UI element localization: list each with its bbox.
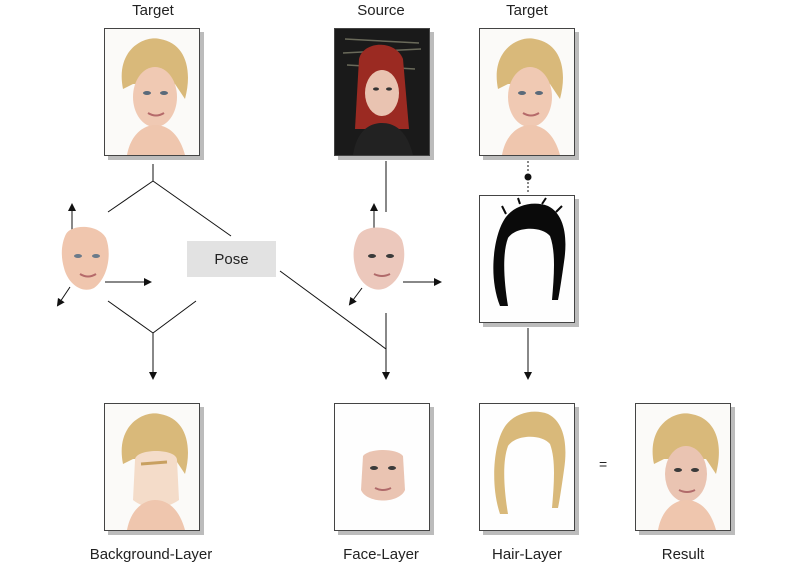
3d-head-icon-target	[61, 226, 109, 290]
result-label: Result	[661, 546, 705, 563]
background-layer-image	[104, 403, 200, 531]
equals-sign: =	[599, 456, 608, 472]
background-layer-label: Background-Layer	[89, 546, 213, 563]
pose-box: Pose	[187, 241, 276, 277]
target-image-left	[104, 28, 200, 156]
blonde-woman-portrait-icon	[105, 29, 199, 155]
face-layer-image	[334, 403, 430, 531]
blonde-hair-icon	[480, 404, 574, 530]
hair-mask-image	[479, 195, 575, 323]
target-label-left: Target	[132, 2, 174, 19]
hair-layer-label: Hair-Layer	[491, 546, 563, 563]
3d-head-icon-source	[353, 227, 405, 290]
face-cutout-icon	[335, 404, 429, 530]
source-label: Source	[357, 2, 405, 19]
blonde-woman-portrait-icon	[636, 404, 730, 530]
result-image	[635, 403, 731, 531]
blonde-woman-portrait-icon	[105, 404, 199, 530]
red-haired-woman-portrait-icon	[335, 29, 429, 155]
pose-label: Pose	[214, 250, 249, 268]
target-image-right	[479, 28, 575, 156]
source-image	[334, 28, 430, 156]
blonde-woman-portrait-icon	[480, 29, 574, 155]
target-label-right: Target	[506, 2, 548, 19]
face-layer-label: Face-Layer	[343, 546, 419, 563]
hair-mask-silhouette-icon	[480, 196, 574, 322]
hair-layer-image	[479, 403, 575, 531]
